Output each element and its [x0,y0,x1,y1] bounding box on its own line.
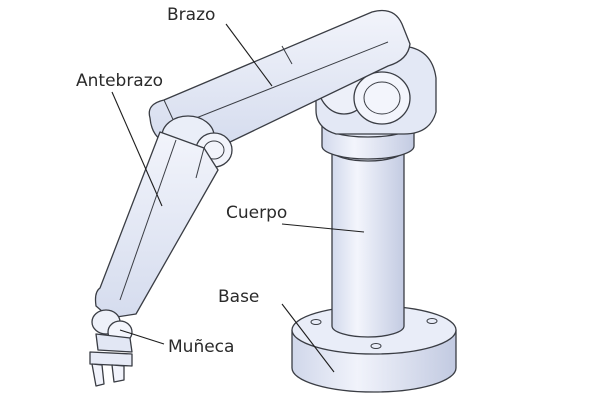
leader-line-wrist [119,329,165,345]
leader-line-arm [225,23,273,87]
leader-line-forearm [111,91,163,207]
label-forearm: Antebrazo [76,71,163,91]
base-bolt [370,343,382,349]
base-bolt [426,318,438,324]
wrist [91,309,133,353]
label-body: Cuerpo [226,203,287,223]
leader-line-body [281,223,365,233]
forearm [94,131,219,319]
body-column [321,110,415,338]
label-wrist: Muñeca [168,337,234,357]
label-arm: Brazo [167,5,215,25]
label-base: Base [218,287,259,307]
base-bolt [310,319,322,325]
leader-line-base [281,303,335,373]
gripper [89,351,133,387]
